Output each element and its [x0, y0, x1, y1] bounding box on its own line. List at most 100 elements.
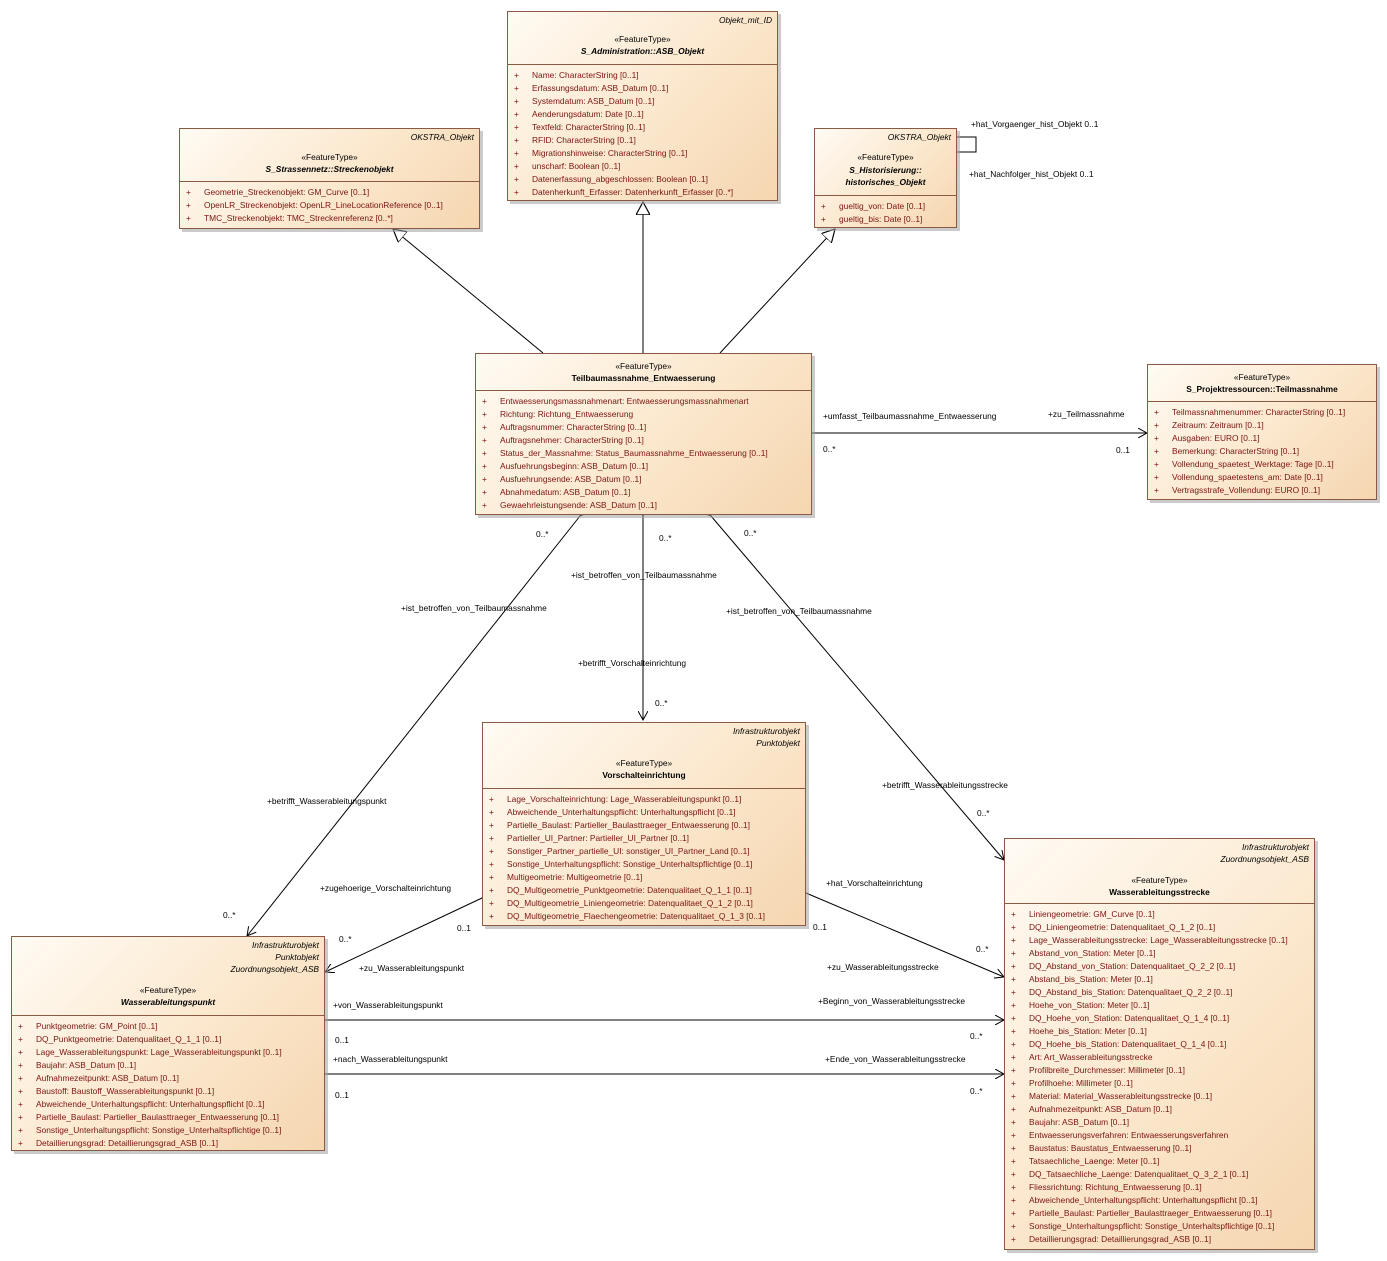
attribute-row[interactable]: +Vollendung_spaetestens_am: Date [0..1] — [1154, 471, 1376, 484]
attribute-row[interactable]: +Teilmassnahmenummer: CharacterString [0… — [1154, 406, 1376, 419]
attribute-row[interactable]: +Migrationshinweise: CharacterString [0.… — [514, 147, 777, 160]
attribute-row[interactable]: +DQ_Multigeometrie_Punktgeometrie: Daten… — [489, 884, 805, 897]
class-teilmassnahme[interactable]: «FeatureType» S_Projektressourcen::Teilm… — [1147, 364, 1377, 500]
attribute-row[interactable]: +Lage_Vorschalteinrichtung: Lage_Wassera… — [489, 793, 805, 806]
attribute-row[interactable]: +DQ_Liniengeometrie: Datenqualitaet_Q_1_… — [1011, 921, 1314, 934]
attribute-row[interactable]: +Lage_Wasserableitungsstrecke: Lage_Wass… — [1011, 934, 1314, 947]
attribute-row[interactable]: +Abweichende_Unterhaltungspflicht: Unter… — [1011, 1194, 1314, 1207]
public-visibility-icon: + — [1154, 433, 1159, 443]
attribute-row[interactable]: +Abweichende_Unterhaltungspflicht: Unter… — [489, 806, 805, 819]
attribute-row[interactable]: +Liniengeometrie: GM_Curve [0..1] — [1011, 908, 1314, 921]
attribute-row[interactable]: +DQ_Hoehe_von_Station: Datenqualitaet_Q_… — [1011, 1012, 1314, 1025]
class-asb-objekt[interactable]: Objekt_mit_ID «FeatureType» S_Administra… — [507, 11, 778, 201]
class-historisches-objekt[interactable]: OKSTRA_Objekt «FeatureType» S_Historisie… — [814, 128, 957, 228]
attribute-row[interactable]: +Sonstige_Unterhaltungspflicht: Sonstige… — [489, 858, 805, 871]
class-wasserableitungsstrecke[interactable]: Infrastrukturobjekt Zuordnungsobjekt_ASB… — [1004, 838, 1315, 1250]
attribute-row[interactable]: +Aufnahmezeitpunkt: ASB_Datum [0..1] — [1011, 1103, 1314, 1116]
attribute-row[interactable]: +Auftragsnehmer: CharacterString [0..1] — [482, 434, 811, 447]
attribute-row[interactable]: +Sonstiger_Partner_partielle_UI: sonstig… — [489, 845, 805, 858]
attribute-row[interactable]: +Punktgeometrie: GM_Point [0..1] — [18, 1020, 324, 1033]
multiplicity-label: 0..* — [823, 444, 836, 454]
class-streckenobjekt[interactable]: OKSTRA_Objekt «FeatureType» S_Strassenne… — [179, 128, 480, 229]
attribute-text: Systemdatum: ASB_Datum [0..1] — [532, 96, 655, 106]
attribute-row[interactable]: +Partielle_Baulast: Partieller_Baulasttr… — [489, 819, 805, 832]
attribute-row[interactable]: +Detaillierungsgrad: Detaillierungsgrad_… — [1011, 1233, 1314, 1246]
public-visibility-icon: + — [1011, 1065, 1016, 1075]
class-teilbaumassnahme-entwaesserung[interactable]: «FeatureType» Teilbaumassnahme_Entwaesse… — [475, 353, 812, 515]
attribute-row[interactable]: +Hoehe_von_Station: Meter [0..1] — [1011, 999, 1314, 1012]
attribute-row[interactable]: +Lage_Wasserableitungspunkt: Lage_Wasser… — [18, 1046, 324, 1059]
attribute-text: unscharf: Boolean [0..1] — [532, 161, 621, 171]
attribute-row[interactable]: +Geometrie_Streckenobjekt: GM_Curve [0..… — [186, 186, 479, 199]
attribute-row[interactable]: +Partielle_Baulast: Partieller_Baulasttr… — [18, 1111, 324, 1124]
attribute-row[interactable]: +Systemdatum: ASB_Datum [0..1] — [514, 95, 777, 108]
public-visibility-icon: + — [1011, 1117, 1016, 1127]
attribute-row[interactable]: +Fliessrichtung: Richtung_Entwaesserung … — [1011, 1181, 1314, 1194]
attribute-row[interactable]: +Ausfuehrungsende: ASB_Datum [0..1] — [482, 473, 811, 486]
attribute-row[interactable]: +Art: Art_Wasserableitungsstrecke — [1011, 1051, 1314, 1064]
attribute-row[interactable]: +DQ_Multigeometrie_Flaechengeometrie: Da… — [489, 910, 805, 923]
attribute-text: Sonstige_Unterhaltungspflicht: Sonstige_… — [1029, 1221, 1275, 1231]
attribute-row[interactable]: +Auftragsnummer: CharacterString [0..1] — [482, 421, 811, 434]
attribute-row[interactable]: +Textfeld: CharacterString [0..1] — [514, 121, 777, 134]
attribute-row[interactable]: +Tatsaechliche_Laenge: Meter [0..1] — [1011, 1155, 1314, 1168]
attribute-row[interactable]: +Vertragsstrafe_Vollendung: EURO [0..1] — [1154, 484, 1376, 497]
attribute-row[interactable]: +Partielle_Baulast: Partieller_Baulasttr… — [1011, 1207, 1314, 1220]
attribute-row[interactable]: +DQ_Abstand_bis_Station: Datenqualitaet_… — [1011, 986, 1314, 999]
attribute-row[interactable]: +Ausgaben: EURO [0..1] — [1154, 432, 1376, 445]
class-wasserableitungspunkt[interactable]: Infrastrukturobjekt Punktobjekt Zuordnun… — [11, 936, 325, 1151]
attribute-row[interactable]: +Baujahr: ASB_Datum [0..1] — [18, 1059, 324, 1072]
attribute-row[interactable]: +Datenherkunft_Erfasser: Datenherkunft_E… — [514, 186, 777, 199]
public-visibility-icon: + — [514, 109, 519, 119]
attribute-row[interactable]: +RFID: CharacterString [0..1] — [514, 134, 777, 147]
attribute-row[interactable]: +Baujahr: ASB_Datum [0..1] — [1011, 1116, 1314, 1129]
attribute-row[interactable]: +Entwaesserungsmassnahmenart: Entwaesser… — [482, 395, 811, 408]
attribute-row[interactable]: +Vollendung_spaetest_Werktage: Tage [0..… — [1154, 458, 1376, 471]
attribute-row[interactable]: +gueltig_von: Date [0..1] — [821, 200, 956, 213]
attribute-row[interactable]: +unscharf: Boolean [0..1] — [514, 160, 777, 173]
attribute-text: Name: CharacterString [0..1] — [532, 70, 639, 80]
attribute-row[interactable]: +Abstand_von_Station: Meter [0..1] — [1011, 947, 1314, 960]
attribute-row[interactable]: +Abstand_bis_Station: Meter [0..1] — [1011, 973, 1314, 986]
attribute-row[interactable]: +Detaillierungsgrad: Detaillierungsgrad_… — [18, 1137, 324, 1150]
attribute-row[interactable]: +Name: CharacterString [0..1] — [514, 69, 777, 82]
attribute-row[interactable]: +Baustatus: Baustatus_Entwaesserung [0..… — [1011, 1142, 1314, 1155]
attribute-row[interactable]: +Profilbreite_Durchmesser: Millimeter [0… — [1011, 1064, 1314, 1077]
attribute-row[interactable]: +Baustoff: Baustoff_Wasserableitungspunk… — [18, 1085, 324, 1098]
public-visibility-icon: + — [1154, 472, 1159, 482]
attribute-row[interactable]: +Material: Material_Wasserableitungsstre… — [1011, 1090, 1314, 1103]
attribute-row[interactable]: +Sonstige_Unterhaltungspflicht: Sonstige… — [18, 1124, 324, 1137]
attribute-row[interactable]: +Profilhoehe: Millimeter [0..1] — [1011, 1077, 1314, 1090]
attribute-row[interactable]: +DQ_Punktgeometrie: Datenqualitaet_Q_1_1… — [18, 1033, 324, 1046]
attribute-row[interactable]: +Abweichende_Unterhaltungspflicht: Unter… — [18, 1098, 324, 1111]
public-visibility-icon: + — [514, 187, 519, 197]
attribute-row[interactable]: +Gewaehrleistungsende: ASB_Datum [0..1] — [482, 499, 811, 512]
attribute-row[interactable]: +OpenLR_Streckenobjekt: OpenLR_LineLocat… — [186, 199, 479, 212]
role-label-nach-wasserableitungspunkt: +nach_Wasserableitungspunkt — [333, 1054, 448, 1064]
attribute-row[interactable]: + Aenderungsdatum: Date [0..1] — [514, 108, 777, 121]
attribute-row[interactable]: +Sonstige_Unterhaltungspflicht: Sonstige… — [1011, 1220, 1314, 1233]
attribute-text: Aenderungsdatum: Date [0..1] — [532, 109, 644, 119]
attribute-row[interactable]: +Aufnahmezeitpunkt: ASB_Datum [0..1] — [18, 1072, 324, 1085]
attribute-row[interactable]: +DQ_Hoehe_bis_Station: Datenqualitaet_Q_… — [1011, 1038, 1314, 1051]
attribute-row[interactable]: +Richtung: Richtung_Entwaesserung — [482, 408, 811, 421]
class-parent: Punktobjekt — [756, 738, 800, 748]
attribute-row[interactable]: +Multigeometrie: Multigeometrie [0..1] — [489, 871, 805, 884]
attribute-row[interactable]: +DQ_Multigeometrie_Liniengeometrie: Date… — [489, 897, 805, 910]
attribute-text: Hoehe_von_Station: Meter [0..1] — [1029, 1000, 1150, 1010]
attribute-row[interactable]: +DQ_Tatsaechliche_Laenge: Datenqualitaet… — [1011, 1168, 1314, 1181]
class-vorschalteinrichtung[interactable]: Infrastrukturobjekt Punktobjekt «Feature… — [482, 722, 806, 926]
attribute-row[interactable]: +Abnahmedatum: ASB_Datum [0..1] — [482, 486, 811, 499]
attribute-row[interactable]: +DQ_Abstand_von_Station: Datenqualitaet_… — [1011, 960, 1314, 973]
attribute-row[interactable]: +gueltig_bis: Date [0..1] — [821, 213, 956, 226]
attribute-row[interactable]: +Erfassungsdatum: ASB_Datum [0..1] — [514, 82, 777, 95]
attribute-row[interactable]: +Datenerfassung_abgeschlossen: Boolean [… — [514, 173, 777, 186]
attribute-row[interactable]: +Hoehe_bis_Station: Meter [0..1] — [1011, 1025, 1314, 1038]
attribute-row[interactable]: +TMC_Streckenobjekt: TMC_Streckenreferen… — [186, 212, 479, 225]
attribute-row[interactable]: +Partieller_UI_Partner: Partieller_UI_Pa… — [489, 832, 805, 845]
attribute-row[interactable]: +Zeitraum: Zeitraum [0..1] — [1154, 419, 1376, 432]
attribute-row[interactable]: +Status_der_Massnahme: Status_Baumassnah… — [482, 447, 811, 460]
attribute-row[interactable]: +Entwaesserungsverfahren: Entwaesserungs… — [1011, 1129, 1314, 1142]
attribute-row[interactable]: +Ausfuehrungsbeginn: ASB_Datum [0..1] — [482, 460, 811, 473]
attribute-row[interactable]: +Bemerkung: CharacterString [0..1] — [1154, 445, 1376, 458]
